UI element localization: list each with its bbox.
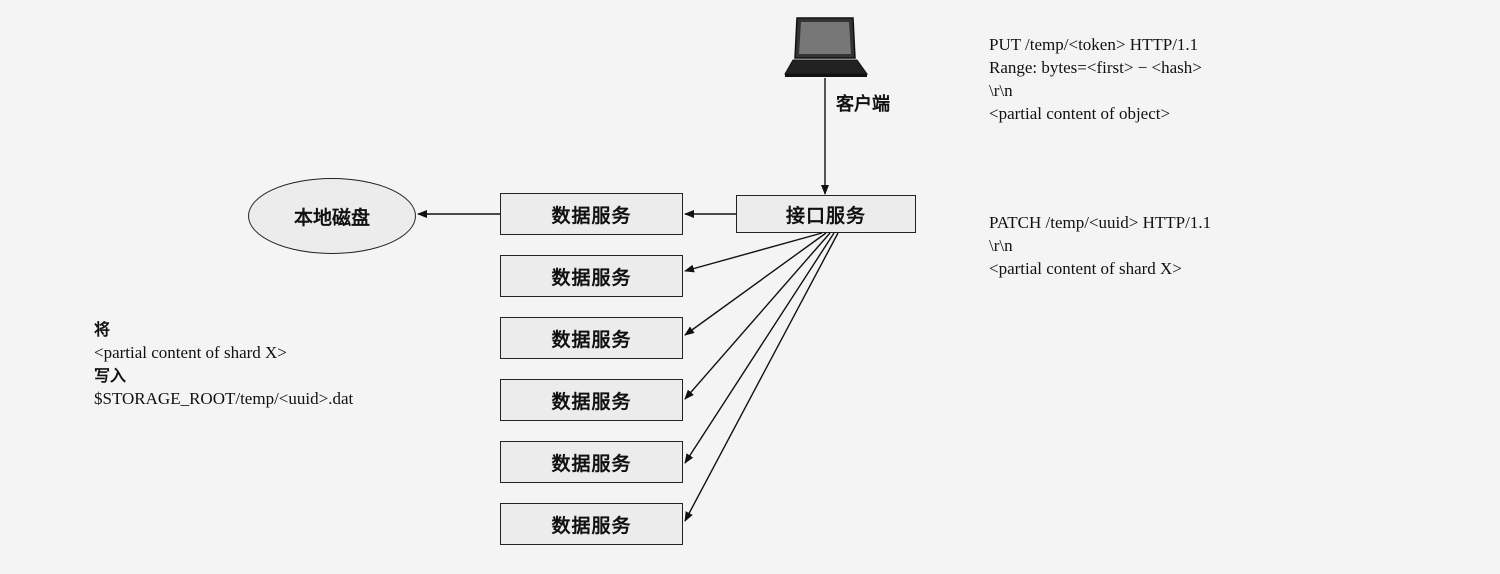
data-service-label: 数据服务 xyxy=(551,390,632,413)
data-service-box-5: 数据服务 xyxy=(500,441,683,483)
put-request-line: <partial content of object> xyxy=(989,104,1171,123)
arrow-interface-to-data-5 xyxy=(684,232,835,464)
client-label: 客户端 xyxy=(836,94,890,115)
data-service-label: 数据服务 xyxy=(551,266,632,289)
data-service-box-2: 数据服务 xyxy=(500,255,683,297)
write-note-text: 将 <partial content of shard X> 写入 $STORA… xyxy=(94,318,353,410)
arrow-interface-to-data-6 xyxy=(684,232,839,522)
write-note-line: 将 xyxy=(94,320,111,339)
data-service-label: 数据服务 xyxy=(551,204,632,227)
patch-request-text: PATCH /temp/<uuid> HTTP/1.1 \r\n <partia… xyxy=(989,211,1211,280)
data-service-box-1: 数据服务 xyxy=(500,193,683,235)
arrow-interface-to-data-4 xyxy=(684,232,831,400)
write-note-line: 写入 xyxy=(94,366,127,385)
patch-request-line: PATCH /temp/<uuid> HTTP/1.1 xyxy=(989,213,1212,232)
patch-request-line: \r\n xyxy=(989,236,1013,255)
arrow-interface-to-data-3 xyxy=(684,232,827,336)
data-service-label: 数据服务 xyxy=(551,452,632,475)
local-disk-ellipse: 本地磁盘 xyxy=(248,178,416,254)
put-request-line: \r\n xyxy=(989,81,1013,100)
local-disk-label: 本地磁盘 xyxy=(293,206,370,229)
laptop-icon xyxy=(784,17,868,77)
data-service-box-6: 数据服务 xyxy=(500,503,683,545)
data-service-box-3: 数据服务 xyxy=(500,317,683,359)
put-request-line: Range: bytes=<first> − <hash> xyxy=(989,58,1202,77)
data-service-box-4: 数据服务 xyxy=(500,379,683,421)
patch-request-line: <partial content of shard X> xyxy=(989,259,1182,278)
write-note-line: $STORAGE_ROOT/temp/<uuid>.dat xyxy=(94,389,354,408)
write-note-line: <partial content of shard X> xyxy=(94,343,287,362)
data-service-label: 数据服务 xyxy=(551,328,632,351)
put-request-line: PUT /temp/<token> HTTP/1.1 xyxy=(989,35,1199,54)
interface-service-box: 接口服务 xyxy=(736,195,916,233)
put-request-text: PUT /temp/<token> HTTP/1.1 Range: bytes=… xyxy=(989,33,1202,125)
interface-service-label: 接口服务 xyxy=(785,204,866,227)
arrow-interface-to-data-2 xyxy=(684,232,823,273)
data-service-label: 数据服务 xyxy=(551,514,632,537)
